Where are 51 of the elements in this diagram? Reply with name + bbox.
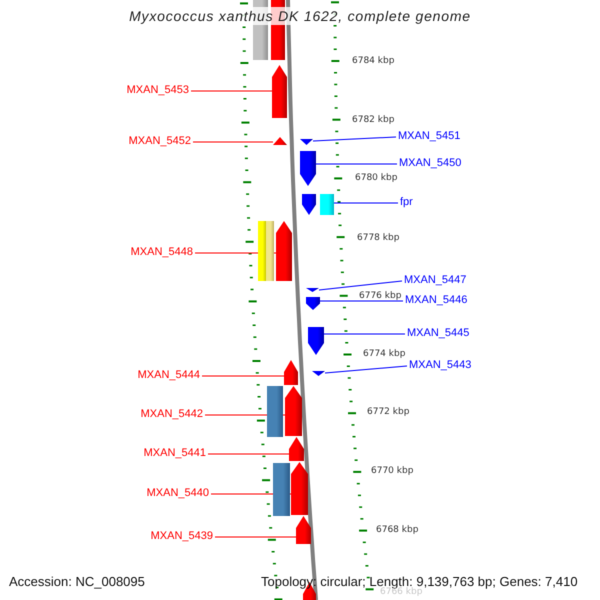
scale-label: 6774 kbp bbox=[363, 348, 406, 361]
scale-label: 6776 kbp bbox=[359, 290, 402, 303]
leader-line bbox=[318, 280, 402, 290]
gene-label: MXAN_5452 bbox=[128, 135, 191, 148]
gene-label: MXAN_5442 bbox=[140, 408, 203, 421]
scale-label: 6784 kbp bbox=[352, 55, 394, 68]
gene-label: fpr bbox=[400, 196, 413, 209]
footer-text: Accession: NC_008095 bbox=[9, 575, 145, 588]
gene-block bbox=[266, 221, 274, 281]
gene-label: MXAN_5448 bbox=[130, 246, 193, 259]
gene-block bbox=[306, 297, 320, 310]
gene-block bbox=[306, 288, 319, 292]
scale-label: 6770 kbp bbox=[371, 465, 414, 478]
gene-label: MXAN_5450 bbox=[399, 157, 462, 170]
footer-text: Topology: circular; Length: 9,139,763 bp; Genes: 7,410 bbox=[261, 575, 578, 588]
gene-label: MXAN_5453 bbox=[126, 84, 189, 97]
scale-label: 6782 kbp bbox=[352, 114, 394, 127]
gene-block bbox=[258, 221, 266, 281]
gene-block bbox=[320, 194, 334, 215]
gene-label: MXAN_5441 bbox=[144, 447, 206, 460]
gene-label: MXAN_5440 bbox=[146, 487, 209, 500]
gene-label: MXAN_5446 bbox=[405, 294, 468, 307]
gene-label: MXAN_5443 bbox=[409, 359, 472, 372]
leader-line bbox=[324, 366, 408, 374]
leader-line bbox=[320, 300, 404, 302]
gene-block bbox=[273, 137, 287, 145]
leader-line bbox=[214, 536, 296, 538]
gene-block bbox=[296, 516, 311, 544]
gene-block bbox=[284, 360, 298, 385]
scale-label: 6772 kbp bbox=[367, 406, 410, 419]
gene-block bbox=[289, 437, 304, 461]
gene-label: MXAN_5451 bbox=[398, 130, 460, 143]
leader-line bbox=[312, 136, 396, 142]
gene-block bbox=[273, 463, 290, 516]
gene-block bbox=[272, 65, 287, 118]
leader-line bbox=[334, 202, 398, 204]
gene-block bbox=[308, 327, 324, 355]
gene-label: MXAN_5439 bbox=[150, 530, 213, 543]
gene-label: MXAN_5447 bbox=[404, 274, 466, 287]
scale-label: 6768 kbp bbox=[376, 524, 418, 537]
leader-line bbox=[190, 90, 272, 92]
gene-block bbox=[300, 139, 313, 145]
scale-label: 6780 kbp bbox=[355, 172, 398, 185]
gene-block bbox=[302, 194, 316, 215]
scale-label: 6778 kbp bbox=[357, 232, 400, 245]
gene-block bbox=[267, 386, 283, 437]
gene-block bbox=[312, 371, 325, 376]
gene-block bbox=[300, 151, 316, 186]
gene-block bbox=[276, 221, 292, 281]
gene-label: MXAN_5445 bbox=[407, 327, 470, 340]
gene-label: MXAN_5444 bbox=[138, 369, 200, 382]
